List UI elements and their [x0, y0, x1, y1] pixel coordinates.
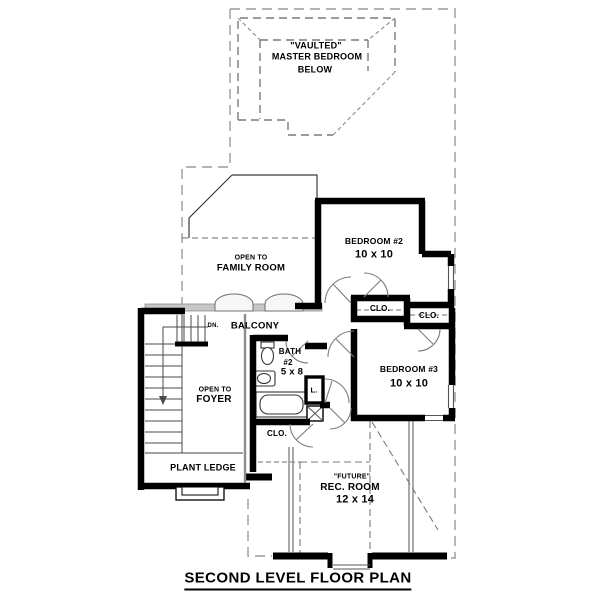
walls: [137, 197, 456, 568]
bath-fixtures: [253, 341, 308, 418]
label-master-name: MASTER BEDROOM: [271, 51, 363, 62]
closet-rods: [258, 309, 448, 463]
linen-closet: [304, 375, 325, 422]
hall-rec-door: [329, 407, 352, 430]
bedroom2-door: [324, 276, 352, 304]
label-stairs-dn: DN.: [207, 323, 219, 329]
label-foyer: FOYER: [196, 394, 232, 405]
label-family-room: FAMILY ROOM: [216, 262, 286, 274]
label-master-below: BELOW: [297, 64, 333, 75]
linen-door: [324, 378, 350, 404]
label-master-vaulted: "VAULTED": [290, 40, 342, 51]
bedroom3-closet-door: [417, 328, 441, 352]
sink-bowl: [256, 372, 272, 385]
label-bedroom2-dims: 10 x 10: [354, 248, 394, 261]
plan-title: SECOND LEVEL FLOOR PLAN: [184, 570, 412, 591]
rec-room-walls: [288, 421, 414, 552]
hall-closet-door: [289, 423, 314, 448]
rec-room-dashed: [299, 421, 439, 553]
master-bedroom-vault-diagonals: [237, 17, 396, 136]
label-family-open-to: OPEN TO: [234, 254, 268, 262]
label-plant-ledge: PLANT LEDGE: [170, 462, 236, 473]
label-closet-bedroom3: CLO.: [419, 311, 439, 320]
label-bath-number: #2: [283, 358, 293, 367]
label-bedroom3-dims: 10 x 10: [389, 377, 429, 390]
bathtub-inner: [259, 394, 304, 415]
stairs: [145, 314, 208, 453]
windows: [333, 266, 455, 570]
label-foyer-open-to: OPEN TO: [198, 386, 232, 394]
family-room-outline: [188, 174, 318, 238]
label-bedroom3-name: BEDROOM #3: [379, 363, 439, 374]
plant-ledge-lines: [145, 314, 247, 483]
label-rec-dims: 12 x 14: [335, 493, 375, 506]
label-closet-hall: CLO.: [267, 429, 287, 438]
doors: [285, 272, 441, 448]
toilet-bowl: [260, 346, 275, 366]
chase-x: [306, 405, 324, 422]
label-linen-closet: L.: [310, 385, 318, 395]
bedroom2-closet-door: [363, 272, 389, 298]
label-bedroom2-name: BEDROOM #2: [344, 235, 404, 246]
bath-door: [285, 340, 309, 364]
label-balcony: BALCONY: [230, 320, 280, 332]
label-rec-future: "FUTURE": [333, 473, 371, 481]
plant-ledge-window: [175, 486, 225, 501]
label-bath-name: BATH: [278, 347, 302, 356]
label-bath-dims: 5 x 8: [280, 366, 304, 378]
master-bedroom-outline: [237, 17, 396, 136]
label-closet-bedroom2: CLO.: [370, 304, 390, 313]
stair-direction-arrow: [159, 396, 167, 405]
label-rec-room: REC. ROOM: [320, 482, 380, 493]
balcony-railing: [144, 293, 323, 312]
bedroom3-door: [327, 330, 355, 358]
